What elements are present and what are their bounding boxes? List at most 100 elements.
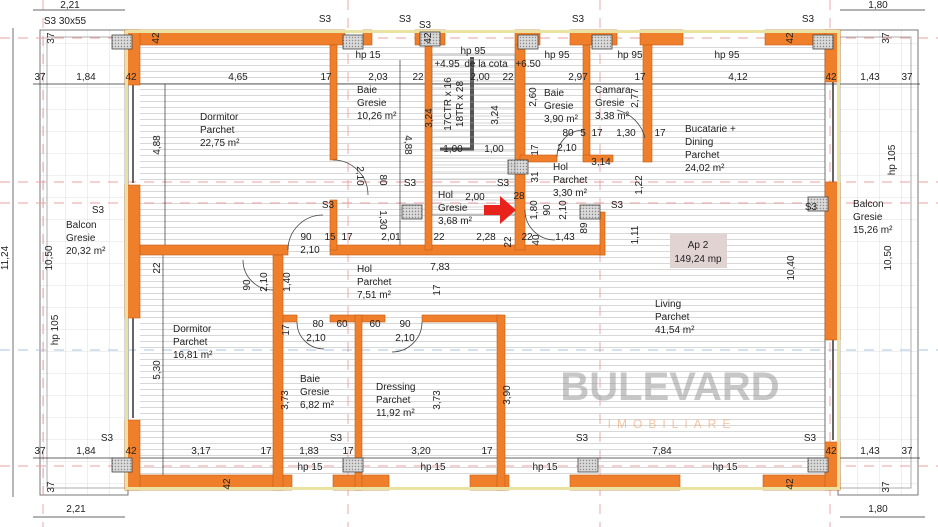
dimension-label: 37	[881, 32, 892, 44]
dimension-label: 42	[785, 478, 796, 490]
dimension-label: hp 15	[420, 462, 445, 473]
dimension-label: 1,80	[868, 504, 888, 515]
dimension-label: hp 95	[460, 46, 485, 57]
dimension-label: 7,83	[430, 262, 450, 273]
room-floor: Parchet	[200, 125, 235, 136]
room-name: Bucatarie +	[685, 124, 736, 135]
dimension-label: 2,10	[354, 166, 365, 186]
room-area: 20,32 m²	[66, 246, 106, 257]
dimension-label: 11,24	[0, 245, 11, 270]
dimension-label: S3	[101, 433, 114, 444]
column-s3	[111, 457, 133, 473]
dimension-label: 17CTR x 16	[443, 77, 454, 131]
dimension-label: hp 95	[714, 50, 739, 61]
dimension-label: 42	[785, 32, 796, 44]
dimension-label: 2,10	[300, 245, 320, 256]
dimension-label: 90	[399, 319, 411, 330]
insulation-strip	[125, 487, 840, 490]
room-name: Hol	[553, 162, 568, 173]
wall-segment	[642, 44, 653, 163]
column-s3	[807, 196, 829, 212]
balcony-left	[39, 29, 129, 496]
dimension-label: S3	[805, 202, 818, 213]
dimension-label: 42	[125, 72, 137, 83]
dimension-label: 1,40	[282, 272, 293, 292]
dimension-label: 1,30	[616, 128, 636, 139]
dimension-label: S3	[322, 200, 335, 211]
dimension-label: 17	[260, 446, 272, 457]
dimension-label: S3	[497, 178, 510, 189]
dimension-label: 22	[152, 262, 163, 274]
dimension-label: hp 105	[887, 144, 898, 175]
wall-segment	[424, 44, 433, 251]
dimension-label: 37	[901, 72, 913, 83]
windows	[132, 82, 834, 440]
dimension-label: 22	[412, 72, 424, 83]
room-area: 22,75 m²	[200, 138, 240, 149]
room-extra: 24,02 m²	[685, 163, 725, 174]
dimension-label: 10,50	[883, 245, 894, 270]
dimension-label: 28	[513, 191, 525, 202]
dimension-label: 2,00	[465, 192, 485, 203]
dimension-label: 1,00	[484, 144, 504, 155]
dimension-label: 2,01	[381, 232, 401, 243]
dimension-label: S3 30x55	[44, 16, 87, 27]
dimension-label: 80	[562, 128, 574, 139]
dimension-label: S3	[92, 205, 105, 216]
insulation-strip	[125, 30, 840, 33]
wall-segment	[139, 244, 289, 256]
dimension-label: 17	[342, 446, 354, 457]
dimension-label: 42	[125, 446, 137, 457]
dimension-label: 2,21	[60, 0, 80, 11]
dimension-label: 2,10	[558, 200, 569, 220]
apartment-area: 149,24 mp	[674, 254, 722, 265]
room-floor: Parchet	[173, 337, 208, 348]
dimension-label: 37	[901, 446, 913, 457]
column-s3	[342, 457, 364, 473]
room-floor: Gresie	[66, 233, 96, 244]
wall-segment	[329, 199, 338, 251]
column-s3	[419, 31, 441, 47]
room-floor: Gresie	[544, 101, 574, 112]
dimension-label: 2,03	[368, 72, 388, 83]
dimension-label: 80	[312, 319, 324, 330]
dimension-label: 3,73	[432, 390, 443, 410]
dimension-label: 90	[300, 232, 312, 243]
wall-segment	[329, 44, 338, 161]
dimension-label: 10,40	[786, 255, 797, 280]
room-name: Baie	[300, 374, 320, 385]
dimension-label: 3,90	[502, 385, 513, 405]
dimension-label: 90	[542, 204, 553, 216]
room-floor: Gresie	[300, 387, 330, 398]
room-floor: Parchet	[553, 175, 588, 186]
dimension-label: hp 15	[297, 462, 322, 473]
dimension-label: S3	[419, 20, 432, 31]
room-name: Camara	[595, 85, 631, 96]
dimension-label: 5,30	[152, 360, 163, 380]
dimension-label: 2,77	[630, 88, 641, 108]
dimension-label: 4,88	[152, 135, 163, 155]
dimension-label: 15	[324, 232, 336, 243]
dimension-label: 17	[634, 72, 646, 83]
dimension-label: 2,28	[476, 232, 496, 243]
room-name: Hol	[357, 264, 372, 275]
dimension-label: de la cota	[464, 59, 508, 70]
dimension-label: 31	[530, 171, 541, 183]
wall-segment	[599, 211, 606, 256]
dimension-label: 17	[591, 128, 603, 139]
dimension-label: 1,84	[76, 446, 96, 457]
dimension-label: 37	[34, 72, 46, 83]
dimension-label: 3,24	[490, 105, 501, 125]
dimension-label: 3,20	[411, 446, 431, 457]
dimension-label: 22	[502, 72, 514, 83]
room-area: 3,68 m²	[438, 216, 473, 227]
insulation-strip	[125, 30, 128, 490]
column-s3	[517, 34, 539, 50]
room-area: 10,26 m²	[357, 111, 397, 122]
